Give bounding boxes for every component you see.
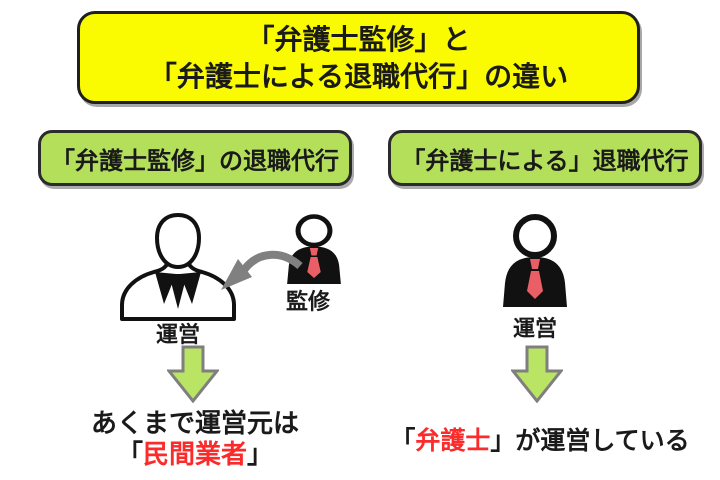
left-operator-label: 運営 xyxy=(155,322,200,347)
down-arrow-icon xyxy=(511,345,563,403)
right-conclusion-highlight: 弁護士 xyxy=(415,427,491,455)
businessman-outline-icon xyxy=(120,213,236,321)
left-conclusion-line-2: 「民間業者」 xyxy=(116,439,274,469)
title-line-1: 「弁護士監修」と xyxy=(246,23,471,55)
down-arrow-icon xyxy=(167,345,219,403)
curved-left-arrow-icon xyxy=(221,250,303,290)
lawyer-person-icon xyxy=(287,214,341,284)
lawyer-person-icon xyxy=(503,214,567,307)
right-conclusion: 「弁護士」が運営している xyxy=(390,427,690,455)
left-column-header: 「弁護士監修」の退職代行 xyxy=(38,130,352,186)
right-conclusion-rest: が運営している xyxy=(515,427,690,455)
right-column-header: 「弁護士による」退職代行 xyxy=(388,130,702,186)
supervisor-label: 監修 xyxy=(285,289,330,314)
left-conclusion-line-1: あくまで運営元は xyxy=(90,408,299,438)
title-banner: 「弁護士監修」と 「弁護士による退職代行」の違い xyxy=(77,11,640,104)
title-line-2: 「弁護士による退職代行」の違い xyxy=(148,60,569,92)
left-conclusion-highlight: 民間業者 xyxy=(142,439,247,469)
left-conclusion: あくまで運営元は 「民間業者」 xyxy=(40,408,350,470)
right-operator-label: 運営 xyxy=(512,316,557,341)
